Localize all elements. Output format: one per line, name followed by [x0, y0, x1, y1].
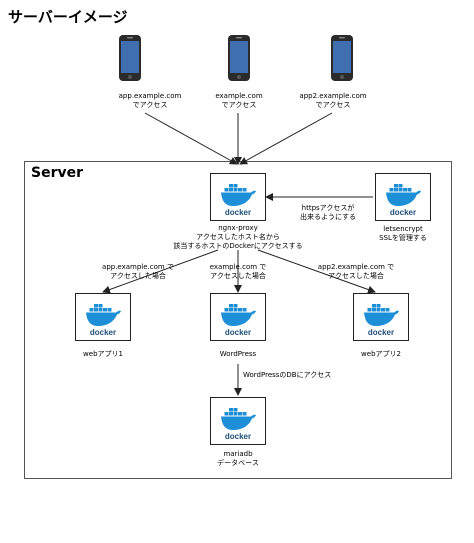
docker-text: docker	[368, 328, 394, 337]
client-domain: app2.example.com	[299, 92, 367, 100]
smartphone-icon	[330, 34, 354, 82]
edge-condition: アクセスした場合	[210, 272, 266, 280]
client-label-example: example.com でアクセス	[200, 92, 278, 110]
edge-label-wordpress: example.com で アクセスした場合	[198, 263, 278, 281]
wordpress-label: WordPress	[219, 350, 257, 358]
docker-node-letsencrypt: docker	[375, 173, 431, 221]
edge-condition: アクセスした場合	[110, 272, 166, 280]
docker-node-wordpress: docker	[210, 293, 266, 341]
page-title: サーバーイメージ	[8, 8, 128, 26]
proxy-name: ngnx-proxy	[218, 224, 258, 232]
docker-node-mariadb: docker	[210, 397, 266, 445]
smartphone-icon	[227, 34, 251, 82]
docker-text: docker	[225, 208, 251, 217]
client-access-text: でアクセス	[221, 101, 257, 109]
client-domain: example.com	[215, 92, 263, 100]
arrow-client1-to-server	[144, 112, 238, 165]
mariadb-label: mariadb データベース	[198, 450, 278, 468]
client-label-app: app.example.com でアクセス	[111, 92, 189, 110]
arrow-client3-to-server	[239, 112, 333, 165]
proxy-desc-1: アクセスしたホスト名から	[196, 233, 280, 241]
smartphone-icon	[118, 34, 142, 82]
docker-logo-icon: docker	[364, 304, 399, 337]
server-label: Server	[31, 165, 84, 181]
edge-domain: app.example.com で	[102, 263, 174, 271]
edge-domain: example.com で	[209, 263, 267, 271]
client-label-app2: app2.example.com でアクセス	[290, 92, 376, 110]
mariadb-desc: データベース	[217, 459, 259, 467]
webapp1-label: webアプリ1	[83, 350, 123, 358]
client-domain: app.example.com	[118, 92, 182, 100]
edge-label-webapp2: app2.example.com で アクセスした場合	[306, 263, 406, 281]
docker-logo-icon: docker	[221, 304, 256, 337]
https-label-2: 出来るようにする	[299, 213, 357, 221]
docker-logo-icon: docker	[221, 184, 256, 217]
edge-domain: app2.example.com で	[317, 263, 395, 271]
client-access-text: でアクセス	[315, 101, 351, 109]
letsencrypt-desc: SSLを管理する	[379, 234, 427, 242]
docker-logo-icon: docker	[386, 184, 421, 217]
webapp2-label: webアプリ2	[361, 350, 401, 358]
edge-condition: アクセスした場合	[328, 272, 384, 280]
docker-text: docker	[225, 328, 251, 337]
db-edge-label: WordPressのDBにアクセス	[243, 371, 332, 379]
letsencrypt-label: letsencrypt SSLを管理する	[363, 225, 443, 243]
proxy-desc-2: 該当するホストのDockerにアクセスする	[173, 242, 303, 250]
docker-text: docker	[225, 432, 251, 441]
edge-label-webapp1: app.example.com で アクセスした場合	[88, 263, 188, 281]
docker-logo-icon: docker	[86, 304, 121, 337]
docker-text: docker	[390, 208, 416, 217]
docker-node-webapp2: docker	[353, 293, 409, 341]
docker-text: docker	[90, 328, 116, 337]
docker-node-proxy: docker	[210, 173, 266, 221]
https-label-1: httpsアクセスが	[301, 204, 355, 212]
docker-node-webapp1: docker	[75, 293, 131, 341]
mariadb-name: mariadb	[223, 450, 253, 458]
client-access-text: でアクセス	[132, 101, 168, 109]
letsencrypt-name: letsencrypt	[383, 225, 423, 233]
arrow-proxy-to-webapp1	[102, 249, 219, 294]
arrow-proxy-to-webapp2	[257, 249, 376, 294]
https-edge-label: httpsアクセスが 出来るようにする	[288, 204, 368, 222]
proxy-label: ngnx-proxy アクセスしたホスト名から 該当するホストのDockerにア…	[158, 224, 318, 251]
docker-logo-icon: docker	[221, 408, 256, 441]
